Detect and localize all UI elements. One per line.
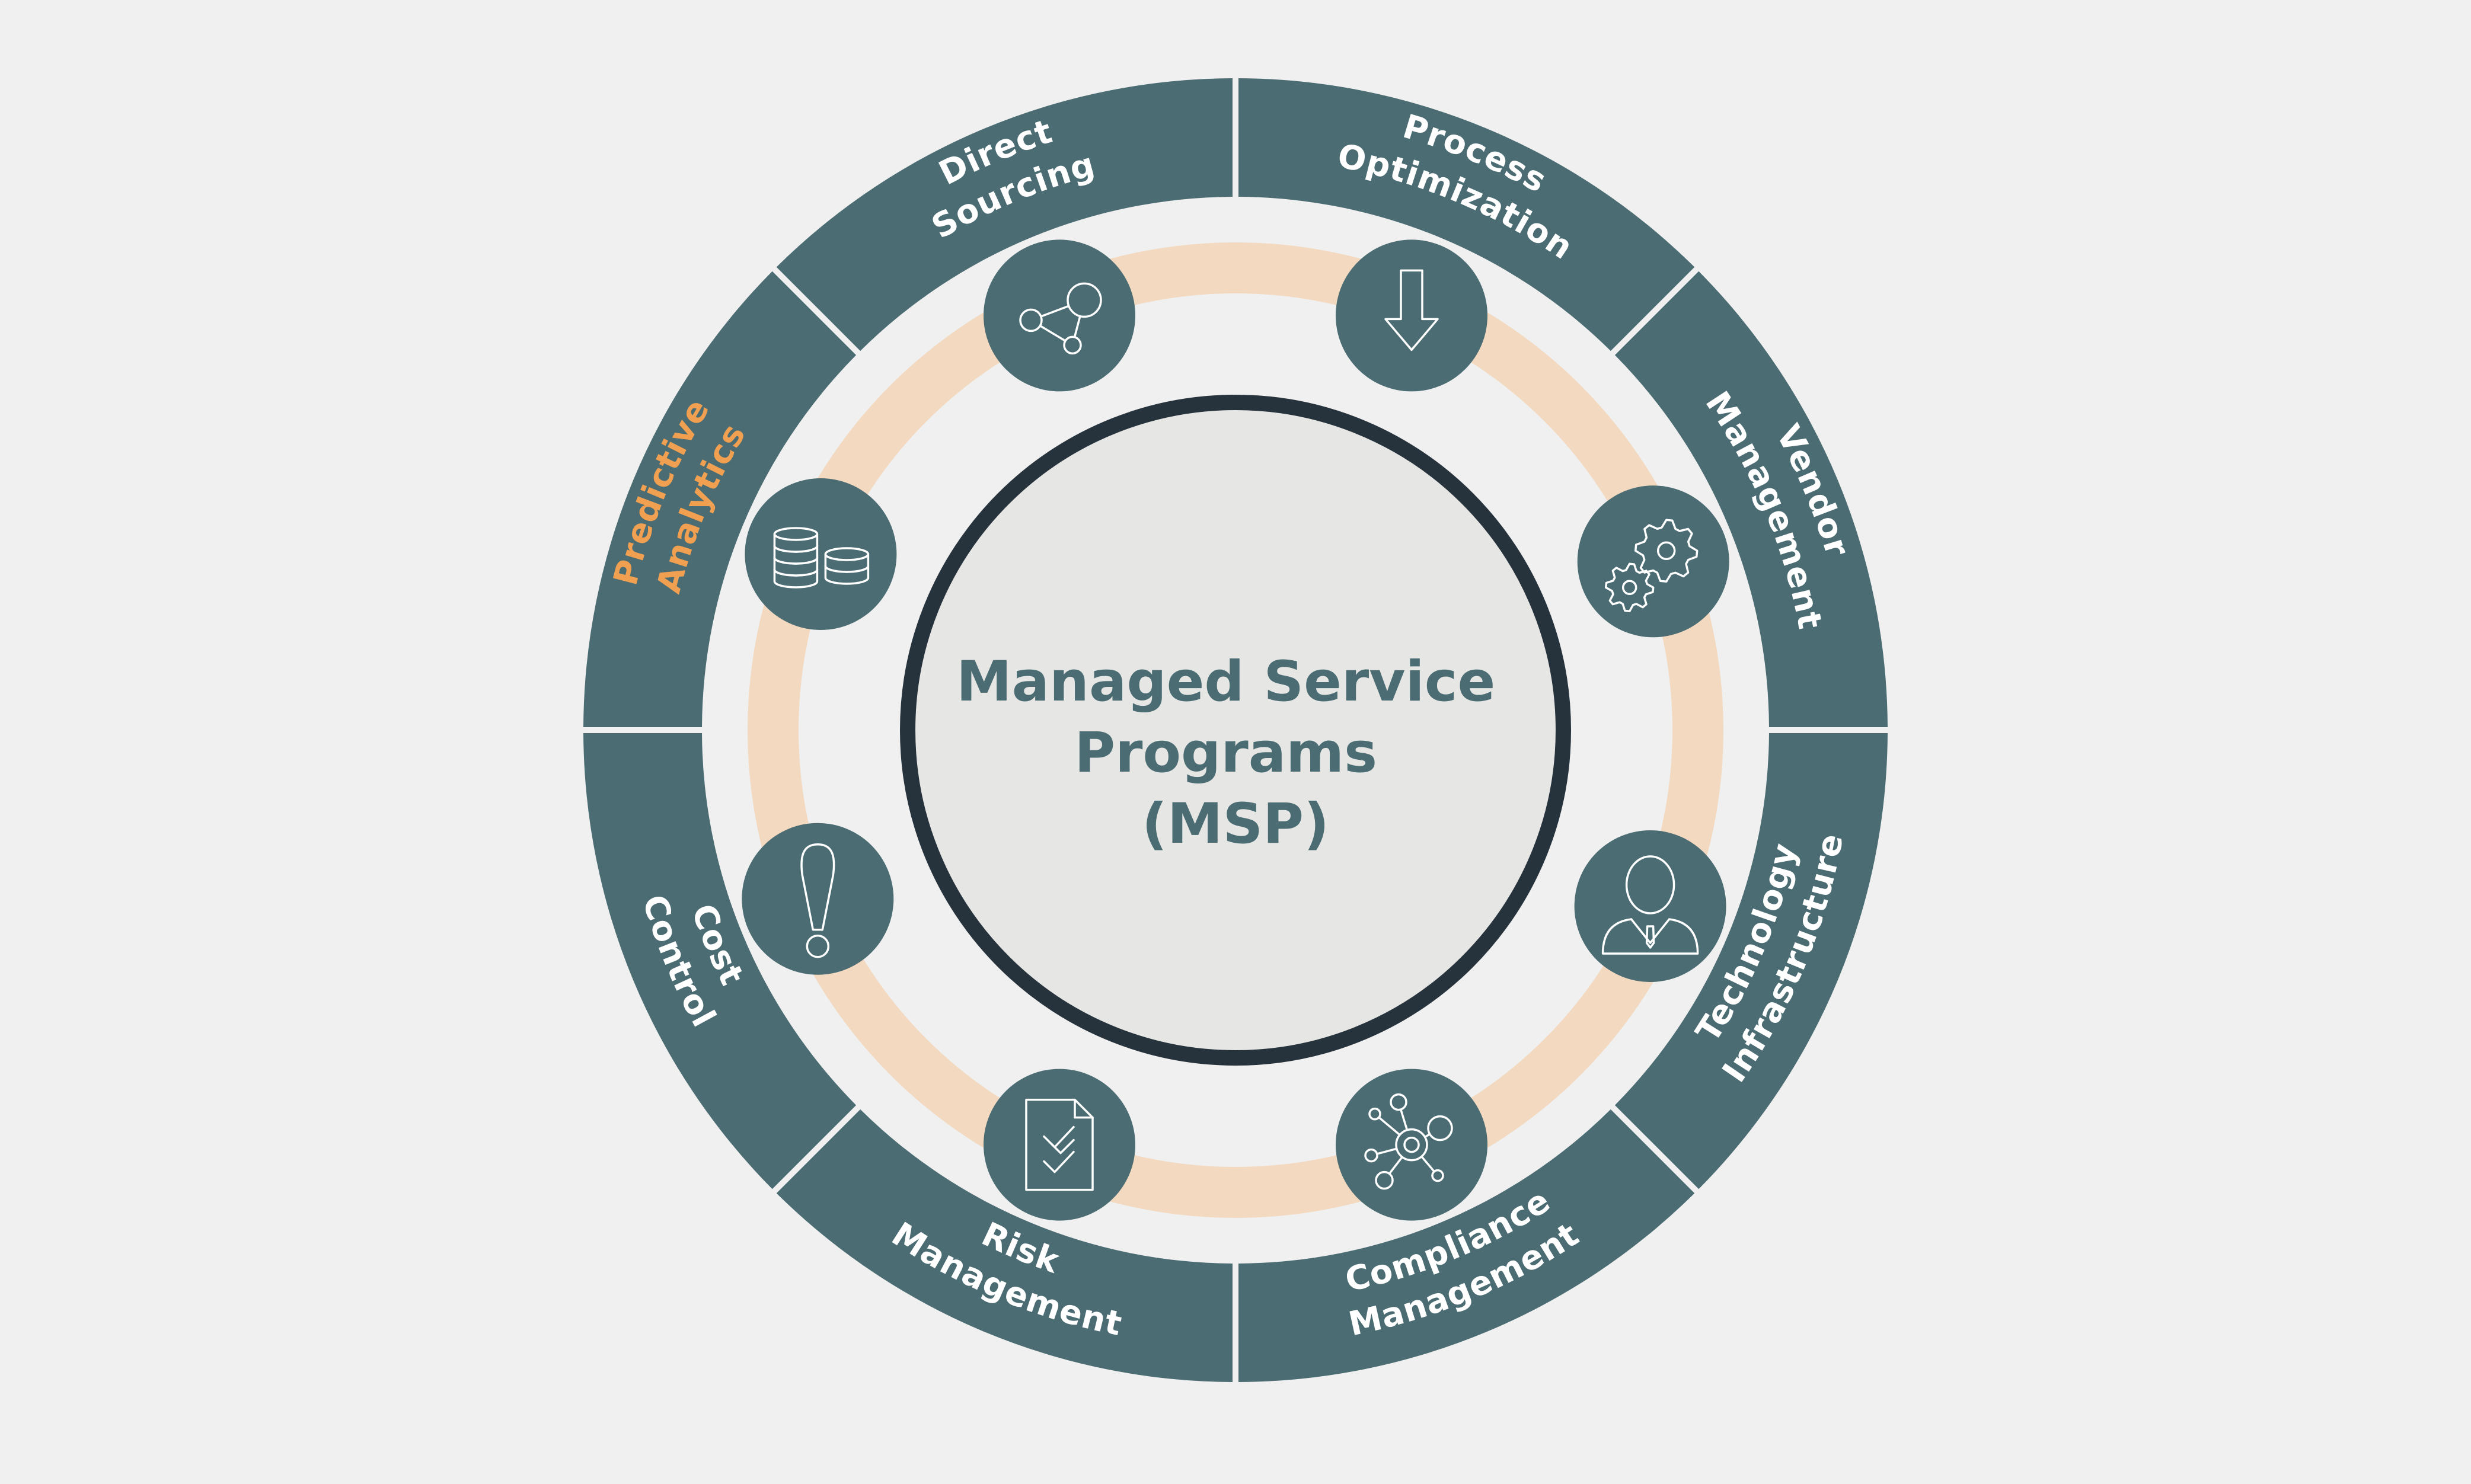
icon-badge-circle <box>1574 830 1726 982</box>
businessman-icon <box>1601 855 1699 955</box>
icon-badge-circle <box>742 823 894 975</box>
icon-badge-circle <box>984 239 1135 392</box>
icon-circles <box>742 239 1729 1221</box>
network-nodes-icon <box>1019 282 1102 355</box>
exclamation-icon <box>800 843 835 958</box>
segment-vendor-management <box>1614 271 1888 728</box>
segment-predictive-analytics <box>583 271 857 728</box>
icon-badge <box>1336 239 1487 392</box>
icon-badge <box>984 239 1135 392</box>
icon-badge <box>1577 485 1729 638</box>
icon-badge <box>745 478 897 630</box>
segment-direct-sourcing <box>776 78 1233 351</box>
center-disc <box>900 395 1571 1066</box>
icon-badge <box>1336 1069 1487 1221</box>
coin-stacks-icon <box>773 527 870 589</box>
hub-network-icon <box>1364 1093 1453 1190</box>
icon-badge-circle <box>1577 485 1729 638</box>
segment-risk-management <box>776 1109 1233 1382</box>
center-hub: Managed Service Programs (MSP) <box>900 395 1571 1066</box>
icon-badge <box>1574 830 1726 982</box>
download-arrow-icon <box>1384 269 1439 351</box>
icon-badge-circle <box>745 478 897 630</box>
icon-badge <box>742 823 894 975</box>
icon-badge <box>984 1069 1135 1221</box>
center-title-line-1: Managed Service <box>956 650 1495 714</box>
segment-compliance-management <box>1238 1109 1695 1382</box>
center-title-line-2: Programs <box>1074 721 1377 785</box>
gears-icon <box>1604 519 1699 613</box>
segment-process-optimization <box>1238 78 1695 351</box>
connector-ring <box>748 242 1723 1218</box>
segment-cost-control <box>583 733 857 1189</box>
center-title: Managed Service Programs (MSP) <box>956 650 1515 856</box>
icon-badge-circle <box>984 1069 1135 1221</box>
center-title-line-3: (MSP) <box>1142 792 1329 856</box>
segment-technology-infrastructure <box>1614 733 1888 1189</box>
document-checklist-icon <box>1025 1098 1094 1191</box>
icon-badge-circle <box>1336 239 1487 392</box>
